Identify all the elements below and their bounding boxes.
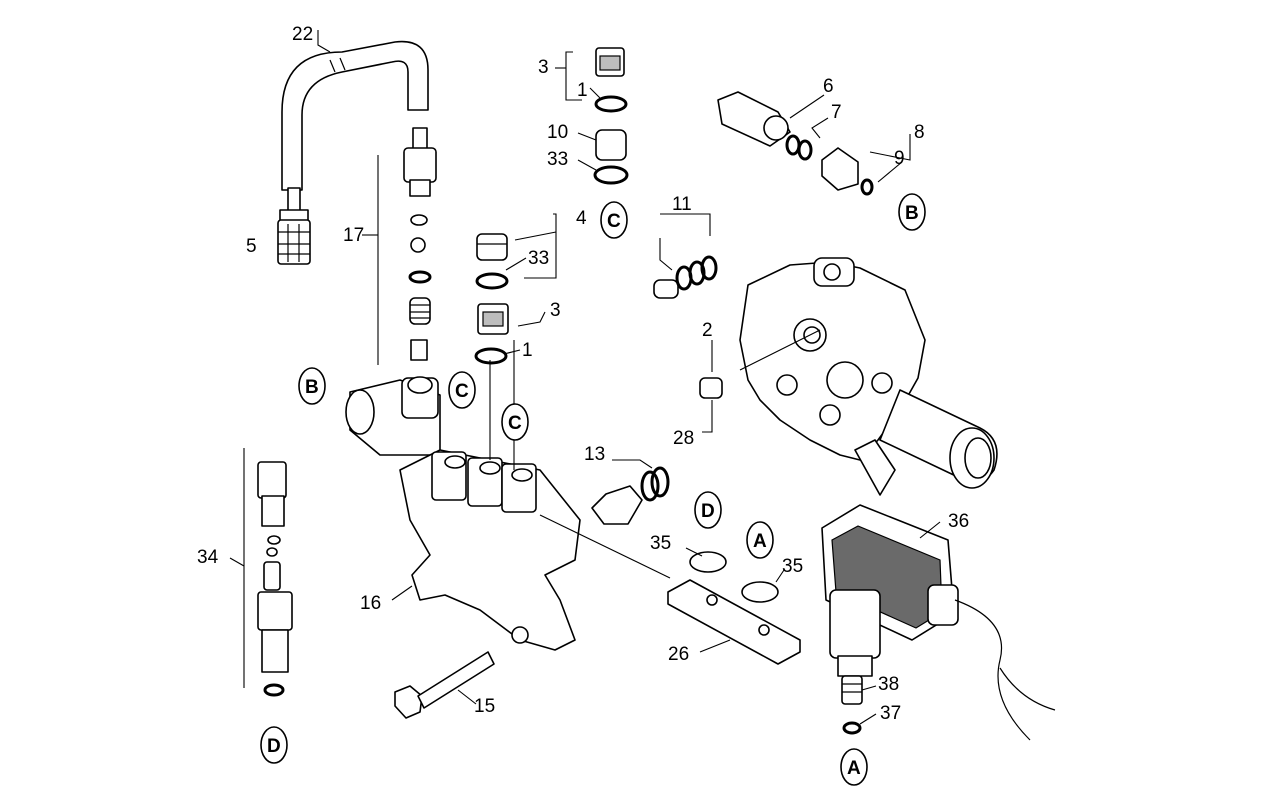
part-number-9: 9 xyxy=(894,148,905,169)
bolt xyxy=(394,651,495,719)
unloader-assembly xyxy=(257,461,293,697)
valve-stack xyxy=(403,127,437,361)
part-number-1b: 1 xyxy=(522,340,533,361)
part-number-35b: 35 xyxy=(782,556,803,577)
mounting-plate xyxy=(667,551,801,665)
check-valve-middle xyxy=(474,233,509,365)
part-number-11: 11 xyxy=(672,194,692,215)
part-number-5: 5 xyxy=(246,236,257,257)
pressure-switch xyxy=(821,504,1056,741)
svg-text:C: C xyxy=(455,381,469,402)
part-number-labels: 22 3 1 6 7 8 9 10 33 5 17 4 33 11 3 1 2 … xyxy=(197,24,969,724)
reference-marker-b-right: B xyxy=(898,193,926,231)
reference-marker-c-left: C xyxy=(448,371,476,409)
part-number-28: 28 xyxy=(673,428,694,449)
part-number-15: 15 xyxy=(474,696,495,717)
svg-text:D: D xyxy=(267,736,281,757)
part-number-4: 4 xyxy=(576,208,587,229)
part-number-3: 3 xyxy=(538,57,549,78)
svg-text:D: D xyxy=(701,501,715,522)
suction-filter xyxy=(277,187,311,265)
svg-text:A: A xyxy=(753,531,767,552)
part-number-8: 8 xyxy=(914,122,925,143)
pump-head xyxy=(739,257,998,496)
part-number-3b: 3 xyxy=(550,300,561,321)
part-number-38: 38 xyxy=(878,674,899,695)
svg-text:B: B xyxy=(905,203,919,224)
part-number-2: 2 xyxy=(702,320,713,341)
check-valve-top xyxy=(593,47,629,185)
reference-marker-d-bottom: D xyxy=(260,726,288,764)
part-number-16: 16 xyxy=(360,593,381,614)
manifold-block xyxy=(345,376,581,651)
reference-marker-c-top: C xyxy=(600,201,628,239)
hose-assembly xyxy=(281,40,429,191)
reference-marker-c-right: C xyxy=(501,403,529,441)
part-number-7: 7 xyxy=(831,102,842,123)
part-number-6: 6 xyxy=(823,76,834,97)
part-number-33: 33 xyxy=(547,149,568,170)
svg-text:B: B xyxy=(305,377,319,398)
part-number-26: 26 xyxy=(668,644,689,665)
reference-marker-a-bottom: A xyxy=(840,748,868,786)
part-number-34: 34 xyxy=(197,547,219,568)
svg-text:C: C xyxy=(607,211,621,232)
outlet-fitting xyxy=(717,91,874,196)
svg-text:C: C xyxy=(508,413,522,434)
reference-marker-b-left: B xyxy=(298,367,326,405)
part-number-17: 17 xyxy=(343,225,364,246)
svg-text:A: A xyxy=(847,758,861,779)
part-number-22: 22 xyxy=(292,24,313,45)
reference-marker-d-center: D xyxy=(694,491,722,529)
part-number-37: 37 xyxy=(880,703,901,724)
part-number-36: 36 xyxy=(948,511,969,532)
part-number-10: 10 xyxy=(547,122,568,143)
part-number-13: 13 xyxy=(584,444,605,465)
bypass-valve xyxy=(591,466,670,525)
leader-lines xyxy=(229,30,941,725)
part-number-33b: 33 xyxy=(528,248,549,269)
spring-and-ring xyxy=(841,675,863,735)
part-number-1: 1 xyxy=(577,80,588,101)
reference-marker-a-center: A xyxy=(746,521,774,559)
part-number-35: 35 xyxy=(650,533,671,554)
reference-markers: C B B C C D A D xyxy=(260,193,926,786)
seal-set xyxy=(653,255,723,399)
